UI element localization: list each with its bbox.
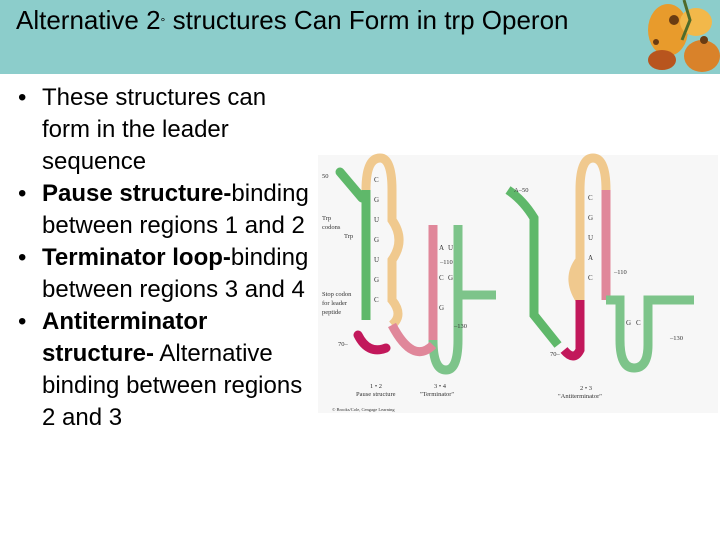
right-label-50: A–50 (514, 187, 528, 194)
svg-text:G: G (374, 196, 379, 204)
title-degree-mark: ° (160, 15, 166, 29)
svg-text:A: A (588, 254, 593, 262)
trp-codons-label-1: Trp (322, 215, 331, 222)
svg-text:U: U (374, 216, 379, 224)
bullet-text: binding between regions 1 and 2 (42, 180, 309, 239)
svg-text:C: C (374, 296, 379, 304)
svg-text:C: C (439, 274, 444, 282)
terminator-caption: "Terminator" (420, 391, 454, 398)
svg-text:C: C (588, 194, 593, 202)
trp-codons-label-3: Trp (344, 233, 353, 240)
bullet-item: These structures can form in the leader … (18, 82, 318, 178)
bullet-heading: Pause structure- (42, 180, 232, 207)
title-bar (0, 0, 720, 74)
slide-title: Alternative 2° structures Can Form in tr… (16, 4, 636, 36)
bullet-heading: Antiterminator structure- (42, 308, 208, 367)
left-label-110: –110 (439, 259, 453, 266)
bullet-heading: Terminator loop- (42, 244, 231, 271)
svg-text:G: G (448, 274, 453, 282)
bullet-text: These structures can form in the leader … (42, 84, 267, 175)
antiterminator-caption-num: 2 • 3 (580, 385, 592, 392)
terminator-caption-num: 3 • 4 (434, 383, 447, 390)
svg-text:G: G (374, 236, 379, 244)
bullet-text: Alternative binding between regions 2 an… (42, 340, 303, 431)
copyright-text: © Brooks/Cole, Cengage Learning (332, 407, 395, 413)
title-text-end: structures Can Form in trp Operon (165, 5, 569, 35)
pause-terminator-structure: CGU GUG CAC GUG (335, 153, 496, 375)
bullet-item: Antiterminator structure- Alternative bi… (18, 306, 318, 434)
svg-text:C: C (588, 274, 593, 282)
svg-text:C: C (374, 176, 379, 184)
svg-text:U: U (588, 234, 593, 242)
svg-text:A: A (439, 244, 444, 252)
trp-codons-label-2: codons (322, 224, 341, 231)
left-label-130: –130 (453, 323, 467, 330)
right-label-130: –130 (669, 335, 683, 342)
right-label-70: 70– (550, 351, 561, 358)
stop-codon-label-2: for leader (322, 300, 348, 307)
stop-codon-label-1: Stop codon (322, 291, 352, 298)
svg-text:U: U (448, 244, 453, 252)
svg-text:G: G (588, 214, 593, 222)
stop-codon-label-3: peptide (322, 309, 341, 316)
bullet-item: Terminator loop-binding between regions … (18, 242, 318, 306)
bullet-list: These structures can form in the leader … (18, 82, 318, 434)
antiterminator-structure: CGU ACG C (505, 153, 694, 373)
left-label-70: 70– (338, 341, 349, 348)
pause-caption: Pause structure (356, 391, 396, 398)
svg-text:C: C (636, 319, 641, 327)
svg-text:G: G (626, 319, 631, 327)
corner-decoration-image (644, 0, 720, 74)
title-text-start: Alternative 2 (16, 5, 161, 35)
svg-text:G: G (439, 304, 444, 312)
svg-text:U: U (374, 256, 379, 264)
svg-text:G: G (374, 276, 379, 284)
bullet-item: Pause structure-binding between regions … (18, 178, 318, 242)
left-label-50: 50 (322, 173, 329, 180)
antiterminator-caption: "Antiterminator" (558, 393, 602, 400)
right-label-110: –110 (613, 269, 627, 276)
bullet-text: binding between regions 3 and 4 (42, 244, 309, 303)
pause-caption-num: 1 • 2 (370, 383, 382, 390)
